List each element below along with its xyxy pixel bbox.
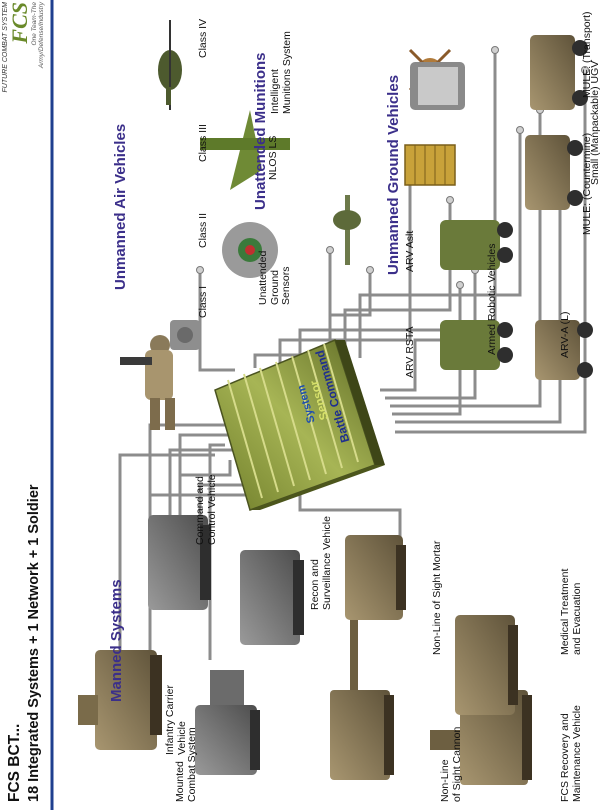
label-ims: Intelligent Munitions System — [269, 31, 293, 114]
label-class2: Class II — [197, 212, 209, 248]
line-arvrsta — [380, 338, 450, 392]
category-manned: Manned Systems — [108, 579, 125, 702]
label-mule-cm: MULE: (Countermine) — [581, 132, 593, 235]
page-title-line2: 18 Integrated Systems + 1 Network + 1 So… — [26, 484, 42, 802]
label-class1: Class I — [197, 285, 209, 318]
label-arva: ARV-A (L) — [559, 311, 571, 359]
label-nlosls: NLOS LS — [267, 135, 279, 180]
label-arvrsta: ARV RSTA — [404, 326, 416, 378]
label-nlosc: Non-Line of Sight Cannon — [439, 726, 463, 802]
mule-cm-image — [525, 135, 583, 210]
line-ims — [358, 130, 522, 358]
soldier-image — [120, 335, 175, 430]
label-frmv: FCS Recovery and Maintenance Vehicle — [559, 705, 583, 802]
line-sensors — [328, 270, 372, 360]
logo-mark: FCS — [7, 2, 32, 44]
category-uav: Unmanned Air Vehicles — [112, 123, 129, 290]
line-mule-tr — [395, 70, 587, 434]
arvrsta-image — [440, 320, 513, 370]
header-band — [0, 0, 46, 810]
class3-uav-image — [200, 110, 290, 190]
category-munitions: Unattended Munitions — [252, 52, 269, 211]
line-arvaslt — [385, 270, 477, 400]
line-class1 — [198, 270, 235, 372]
label-nlosm: Non-Line of Sight Mortar — [431, 540, 443, 655]
c2v-image — [148, 515, 211, 610]
label-mule-tr: MULE: (Transport) — [581, 11, 593, 98]
category-ugv: Unmanned Ground Vehicles — [385, 74, 402, 275]
sensor-image — [333, 195, 361, 265]
label-armed-robotic: Armed Robotic Vehicles — [486, 243, 498, 355]
line-class2 — [253, 250, 332, 368]
label-mv: Medical Treatment and Evacuation — [559, 568, 583, 655]
class4-uav-image — [158, 20, 182, 110]
label-arvaslt: ARV Aslt — [404, 230, 416, 272]
arva-image — [535, 320, 593, 380]
mule-tr-image — [530, 35, 588, 110]
hub-box — [214, 338, 385, 511]
line-mule-cm — [395, 170, 562, 424]
nlosm-image — [345, 535, 406, 620]
label-class3: Class III — [197, 124, 209, 162]
line-class4 — [298, 50, 497, 364]
line-nlosm — [178, 433, 230, 550]
logo-tagline: One Team-The Army/Defense/Industry — [31, 2, 45, 69]
fcs-logo: FUTURE COMBAT SYSTEM FCS One Team-The Ar… — [2, 2, 46, 112]
icv-image — [78, 650, 162, 750]
page-title-line1: FCS BCT... — [6, 723, 23, 802]
class1-uav-image — [170, 320, 200, 350]
nlosls-image — [404, 144, 456, 186]
label-mcs: Mounted Combat System — [174, 727, 198, 802]
label-c2v: Command and Control Vehicle — [194, 474, 218, 545]
line-mcs — [118, 453, 215, 690]
label-sensors: Unattended Ground Sensors — [257, 250, 292, 305]
arvaslt-image — [440, 220, 513, 270]
mcs-image — [195, 670, 260, 775]
rsv-image — [240, 550, 304, 645]
label-class4: Class IV — [197, 18, 209, 58]
mv-image — [455, 615, 518, 715]
sugv-image — [410, 62, 465, 110]
class2-uav-image — [222, 222, 278, 278]
label-rsv: Recon and Surveillance Vehicle — [309, 516, 333, 610]
